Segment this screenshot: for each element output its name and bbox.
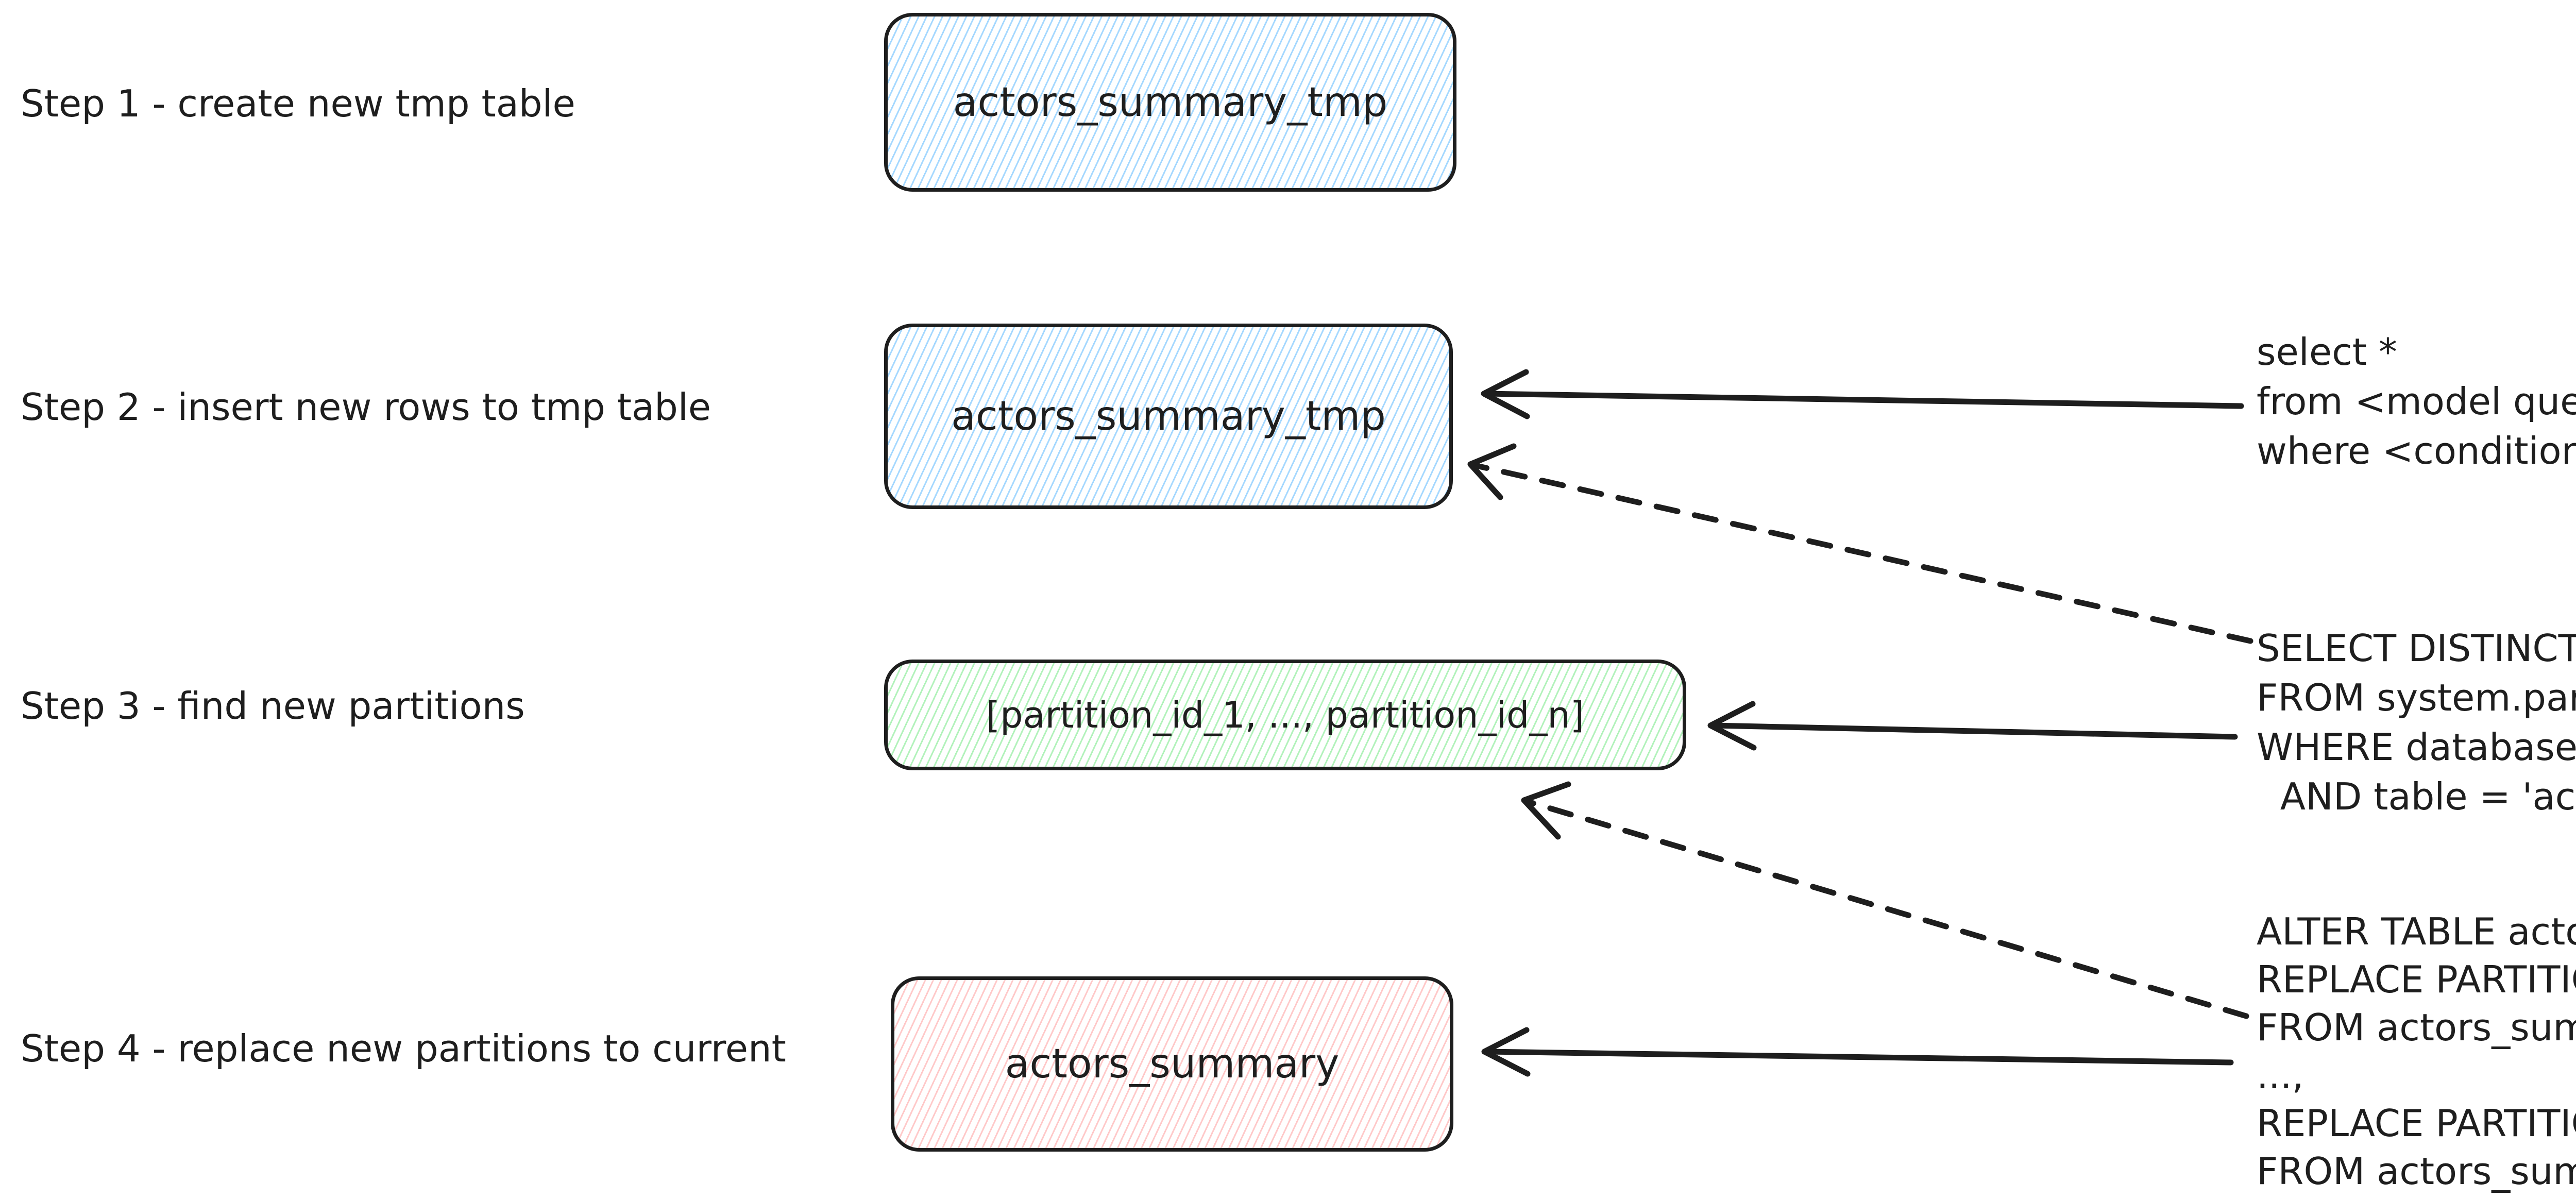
arrowhead-replace-query-to-actors-summary — [1481, 1027, 1531, 1077]
sql-line: SELECT DISTINCT partition_id — [2257, 627, 2576, 670]
step-1-label: Step 1 - create new tmp table — [21, 82, 575, 125]
sql-block-replace-query: ALTER TABLE actors_summary REPLACE PARTI… — [2257, 908, 2576, 1195]
step-3-box-label: [partition_id_1, ..., partition_id_n] — [986, 694, 1585, 736]
sql-line: REPLACE PARTITION partition_id_1 — [2257, 958, 2576, 1001]
step-3-box-partition-list: [partition_id_1, ..., partition_id_n] — [884, 660, 1686, 770]
dashed-arrow-partitions-query-to-tmp-table — [1471, 462, 2253, 644]
sql-line: ..., — [2257, 1054, 2304, 1097]
sql-line: ALTER TABLE actors_summary — [2257, 910, 2576, 953]
dashed-arrow-replace-query-to-partition-list — [1525, 799, 2249, 1019]
step-1-box-label: actors_summary_tmp — [953, 79, 1388, 126]
arrow-replace-query-to-actors-summary — [1484, 1049, 2234, 1066]
arrowhead-dashed-partitions-query — [1467, 443, 1517, 500]
sql-line: FROM actors_summary_tmp, — [2257, 1150, 2576, 1193]
step-3-label: Step 3 - find new partitions — [21, 684, 525, 728]
arrow-partitions-query-to-partition-list — [1710, 722, 2238, 740]
sql-line: FROM actors_summary_tmp, — [2257, 1006, 2576, 1049]
step-2-box-label: actors_summary_tmp — [951, 393, 1386, 440]
sql-line: REPLACE PARTITION partition_id_n — [2257, 1102, 2576, 1145]
step-4-label: Step 4 - replace new partitions to curre… — [21, 1027, 786, 1070]
sql-line: from <model query> — [2257, 380, 2576, 423]
step-4-box-label: actors_summary — [1005, 1041, 1340, 1087]
sql-line: where <condition to identify new> — [2257, 429, 2576, 472]
sql-block-partitions-query: SELECT DISTINCT partition_id FROM system… — [2257, 623, 2576, 821]
arrowhead-dashed-replace-query — [1521, 781, 1571, 840]
sql-line: WHERE database = <database> — [2257, 725, 2576, 769]
arrowhead-insert-query-to-tmp-table — [1481, 369, 1530, 419]
sql-line: FROM system.parts — [2257, 676, 2576, 719]
sql-block-insert-query: select * from <model query> where <condi… — [2257, 327, 2576, 476]
step-1-box-actors-summary-tmp: actors_summary_tmp — [884, 13, 1456, 192]
sql-line: AND table = 'actors_summary_tmp' — [2280, 775, 2576, 818]
step-2-box-actors-summary-tmp: actors_summary_tmp — [884, 324, 1453, 509]
sql-line: select * — [2257, 330, 2397, 374]
step-4-box-actors-summary: actors_summary — [891, 976, 1453, 1152]
arrowhead-partitions-query-to-partition-list — [1707, 701, 1757, 751]
step-2-label: Step 2 - insert new rows to tmp table — [21, 385, 711, 429]
arrow-insert-query-to-tmp-table — [1483, 391, 2244, 409]
